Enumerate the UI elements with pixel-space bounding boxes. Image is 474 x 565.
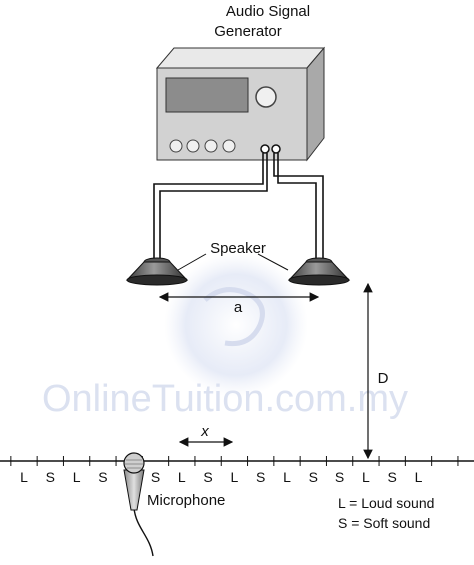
speaker-cables — [153, 153, 324, 262]
microphone-icon — [123, 452, 154, 557]
speaker-label: Speaker — [210, 240, 266, 257]
generator-screen — [165, 77, 249, 113]
pattern-label: L — [283, 469, 291, 485]
legend-soft: S = Soft sound — [338, 515, 430, 531]
title-line-1: Audio Signal — [226, 3, 310, 20]
pattern-label: L — [231, 469, 239, 485]
pattern-label: L — [178, 469, 186, 485]
pattern-label: L — [415, 469, 423, 485]
pattern-label: L — [362, 469, 370, 485]
pattern-label: S — [151, 469, 160, 485]
pattern-label: S — [98, 469, 107, 485]
button-icon — [222, 139, 236, 153]
pattern-label: S — [388, 469, 397, 485]
generator-side — [306, 46, 325, 162]
speaker-icon — [125, 257, 189, 286]
microphone-cable — [133, 507, 154, 557]
speaker-pointer — [257, 253, 289, 271]
watermark-swirl — [203, 287, 265, 347]
watermark-globe — [164, 253, 308, 397]
button-icon — [204, 139, 218, 153]
output-terminal — [271, 144, 281, 154]
pattern-label: L — [73, 469, 81, 485]
separation-label: a — [234, 299, 243, 316]
cable — [273, 153, 324, 262]
title-line-2: Generator — [214, 23, 282, 40]
watermark-text: OnlineTuition.com.my — [42, 378, 408, 420]
pattern-label: S — [46, 469, 55, 485]
legend-loud: L = Loud sound — [338, 495, 434, 511]
cable — [159, 153, 268, 262]
knob-icon — [255, 86, 277, 108]
pattern-label: S — [203, 469, 212, 485]
fringe-spacing-label: x — [200, 423, 209, 440]
tick-marks — [10, 456, 459, 466]
microphone-label: Microphone — [147, 492, 225, 509]
pattern-label: L — [20, 469, 28, 485]
output-terminal — [260, 144, 270, 154]
cable — [153, 153, 264, 262]
distance-label: D — [378, 370, 389, 387]
pattern-label: S — [309, 469, 318, 485]
speaker-pointer — [177, 253, 207, 271]
signal-generator — [155, 46, 326, 162]
generator-top — [155, 47, 326, 69]
button-icon — [169, 139, 183, 153]
pattern-label: S — [335, 469, 344, 485]
watermark: OnlineTuition.com.my — [42, 253, 408, 420]
pattern-label: S — [256, 469, 265, 485]
speaker-icon — [287, 257, 351, 286]
button-icon — [186, 139, 200, 153]
cable — [277, 153, 317, 262]
